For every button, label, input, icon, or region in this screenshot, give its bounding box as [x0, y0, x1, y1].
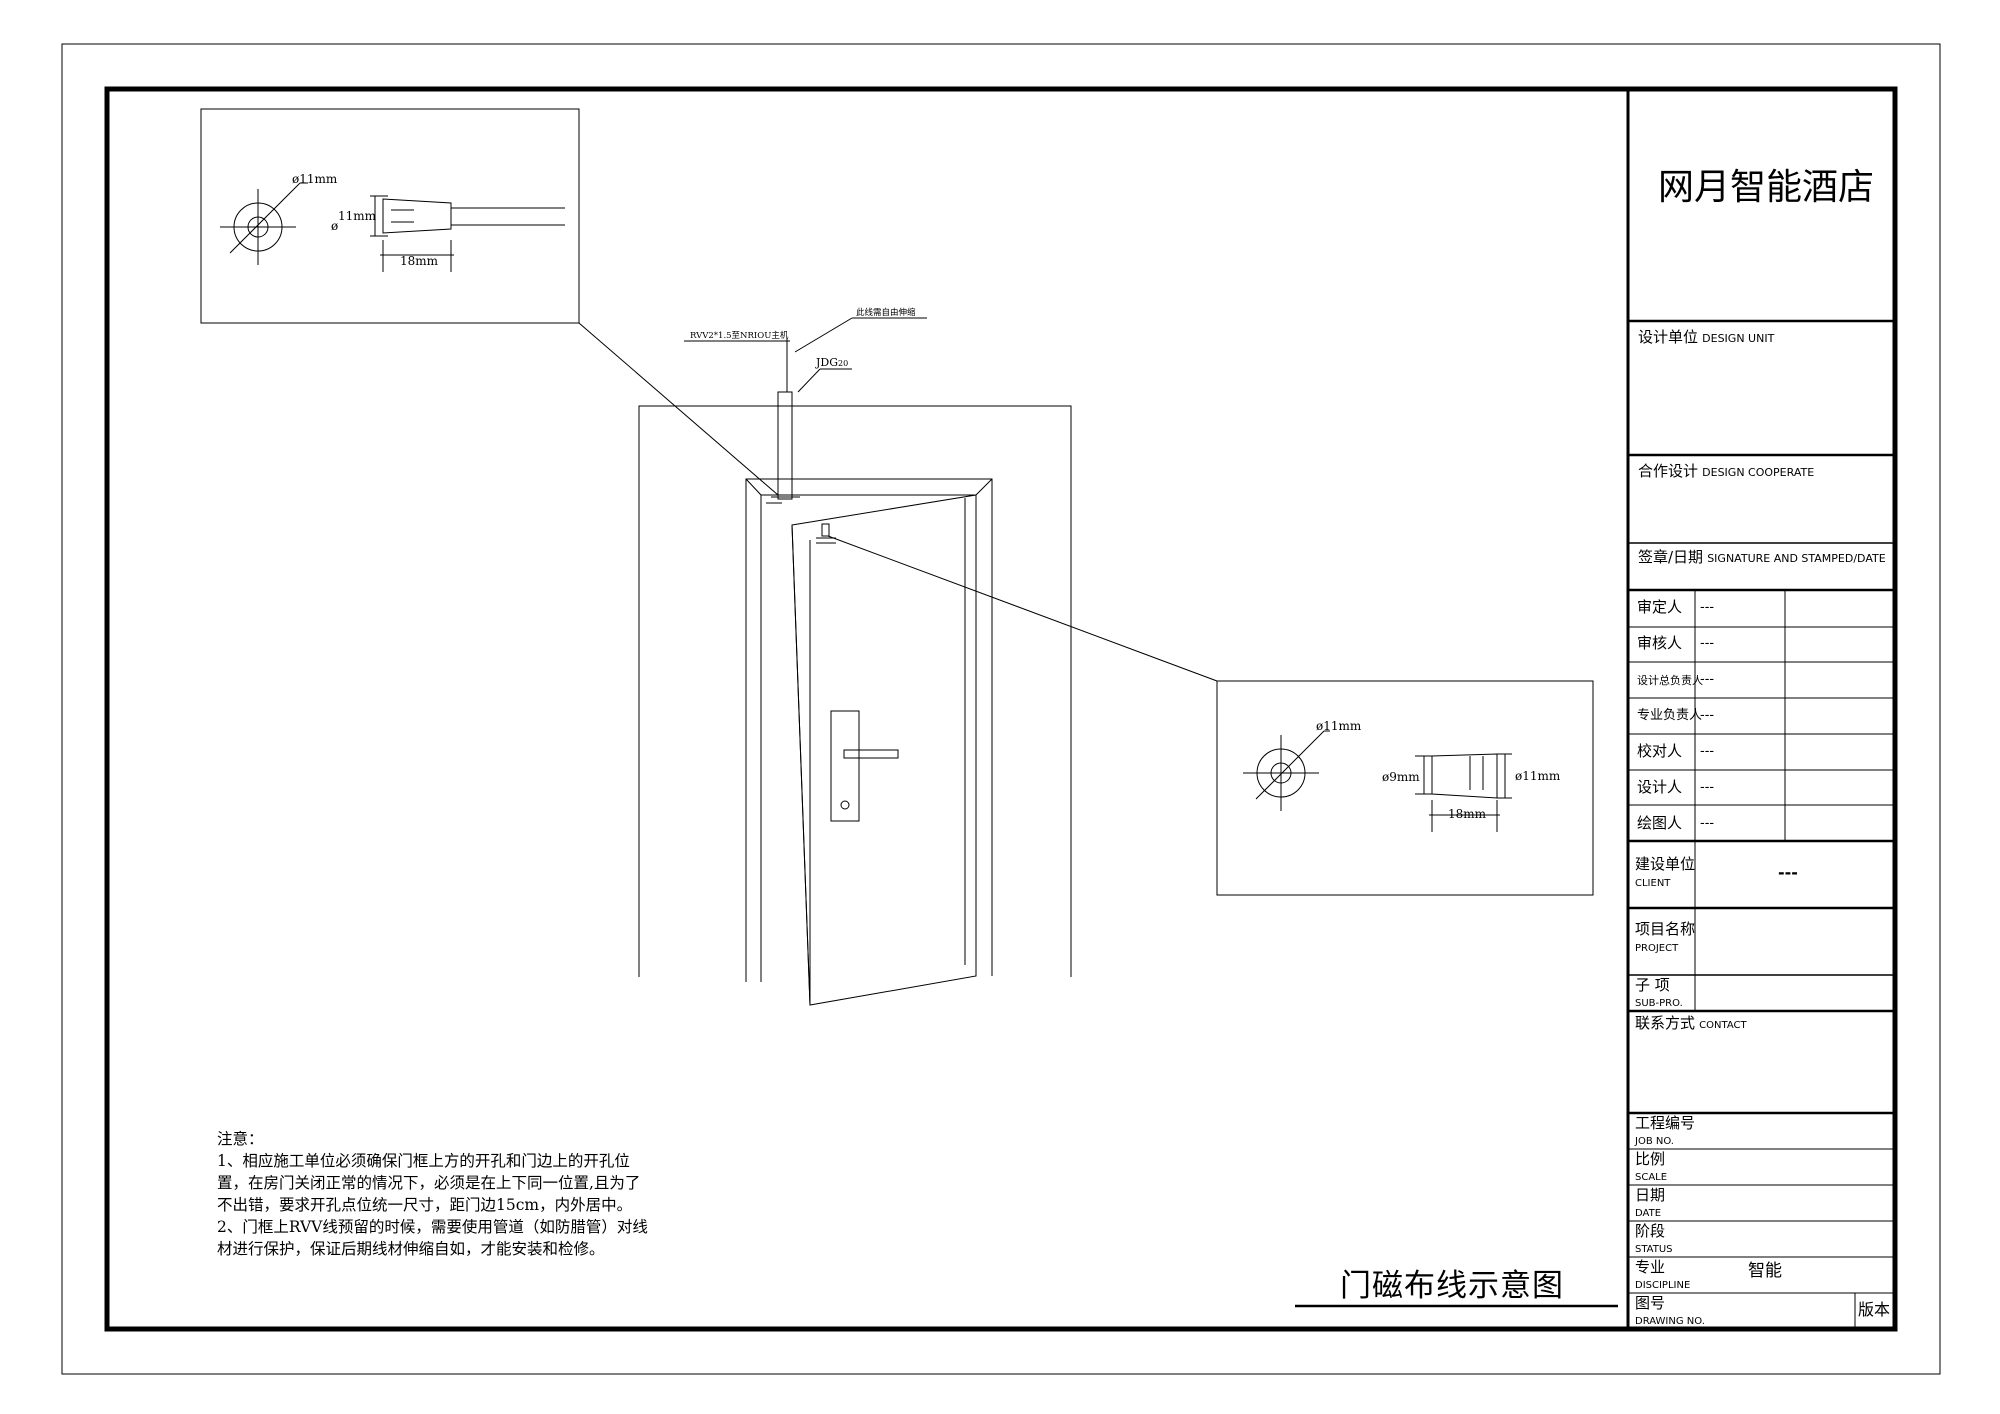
scale-cn: 比例 [1635, 1150, 1666, 1168]
conduit-size: 20 [838, 359, 848, 368]
leader-top [578, 322, 779, 496]
design-unit-cn: 设计单位 [1638, 328, 1699, 346]
role-label: 专业负责人 [1637, 708, 1703, 723]
drawing-no-en: DRAWING NO. [1635, 1316, 1705, 1327]
signature-en: SIGNATURE AND STAMPED/DATE [1707, 552, 1886, 565]
free-stretch-label: 此线需自由伸缩 [856, 307, 916, 318]
drawing-frame [104, 86, 1898, 1332]
role-label: 设计人 [1637, 778, 1683, 796]
notes-line: 不出错，要求开孔点位统一尺寸，距门边15cm，内外居中。 [217, 1196, 633, 1214]
notes-line: 置，在房门关闭正常的情况下，必须是在上下同一位置,且为了 [217, 1174, 641, 1192]
client-en: CLIENT [1635, 878, 1671, 889]
notes-line: 2、门框上RVV线预留的时候，需要使用管道（如防腊管）对线 [217, 1218, 648, 1236]
top-length: 18mm [400, 254, 439, 268]
role-value: --- [1700, 744, 1715, 759]
detail-box-top [200, 108, 580, 324]
paper-border [61, 43, 1941, 1375]
notes-line: 1、相应施工单位必须确保门框上方的开孔和门边上的开孔位 [217, 1152, 630, 1170]
project-title: 网月智能酒店 [1658, 167, 1875, 208]
notes-block: 注意： 1、相应施工单位必须确保门框上方的开孔和门边上的开孔位 置，在房门关闭正… [217, 1128, 648, 1260]
design-unit-en: DESIGN UNIT [1702, 332, 1775, 345]
discipline-value: 智能 [1748, 1261, 1782, 1281]
signature-date: 签章/日期 SIGNATURE AND STAMPED/DATE [1638, 550, 1886, 566]
project-cn: 项目名称 [1635, 920, 1696, 938]
role-value: --- [1700, 600, 1715, 615]
date-en: DATE [1635, 1208, 1662, 1219]
detail-box-right [1216, 680, 1594, 896]
role-value: --- [1700, 672, 1715, 687]
cable-label: RVV2*1.5至NRIOU主机 [690, 330, 789, 341]
role-value: --- [1700, 708, 1715, 723]
contact-en: CONTACT [1699, 1020, 1747, 1031]
right-large-dia: ø11mm [1515, 769, 1561, 783]
status-cn: 阶段 [1635, 1222, 1666, 1240]
contact-cn: 联系方式 [1635, 1014, 1696, 1032]
job-no-en: JOB NO. [1635, 1136, 1674, 1147]
project-en: PROJECT [1635, 943, 1679, 954]
role-label: 绘图人 [1637, 814, 1683, 832]
drawing-no-cn: 图号 [1635, 1294, 1666, 1312]
drawing-title: 门磁布线示意图 [1340, 1268, 1564, 1304]
role-label: 审核人 [1637, 634, 1683, 652]
subproject-en: SUB-PRO. [1635, 998, 1683, 1009]
signature-cn: 签章/日期 [1638, 548, 1704, 566]
design-cooperate-cn: 合作设计 [1638, 462, 1699, 480]
job-no-cn: 工程编号 [1635, 1114, 1696, 1132]
title-block-lines [1628, 319, 1895, 1329]
top-dia-symbol: ø [331, 219, 338, 233]
top-hole-dia: ø11mm [292, 172, 338, 186]
status-en: STATUS [1635, 1244, 1673, 1255]
conduit-label: JDG [815, 356, 838, 369]
role-label: 校对人 [1637, 742, 1683, 760]
right-hole-dia: ø11mm [1316, 719, 1362, 733]
right-small-dia: ø9mm [1382, 770, 1420, 784]
design-cooperate: 合作设计 DESIGN COOPERATE [1638, 464, 1814, 480]
contact: 联系方式 CONTACT [1635, 1016, 1747, 1033]
version-label: 版本 [1858, 1300, 1891, 1319]
role-value: --- [1700, 780, 1715, 795]
role-label: 审定人 [1637, 598, 1683, 616]
right-length: 18mm [1448, 807, 1487, 821]
role-value: --- [1700, 816, 1715, 831]
notes-line: 材进行保护，保证后期线材伸缩自如，才能安装和检修。 [217, 1240, 605, 1258]
top-side-dia: 11mm [338, 209, 377, 223]
role-label: 设计总负责人 [1637, 674, 1703, 687]
door-elevation [638, 317, 1072, 1006]
discipline-cn: 专业 [1635, 1258, 1666, 1276]
client-value: --- [1778, 863, 1798, 882]
scale-en: SCALE [1635, 1172, 1668, 1183]
discipline-en: DISCIPLINE [1635, 1280, 1691, 1291]
client-cn: 建设单位 [1635, 855, 1696, 873]
design-cooperate-en: DESIGN COOPERATE [1702, 466, 1815, 479]
role-value: --- [1700, 636, 1715, 651]
leader-right [827, 535, 1218, 682]
subproject-cn: 子 项 [1635, 976, 1670, 994]
notes-line: 注意： [217, 1130, 264, 1148]
date-cn: 日期 [1635, 1186, 1666, 1204]
design-unit: 设计单位 DESIGN UNIT [1638, 330, 1774, 346]
